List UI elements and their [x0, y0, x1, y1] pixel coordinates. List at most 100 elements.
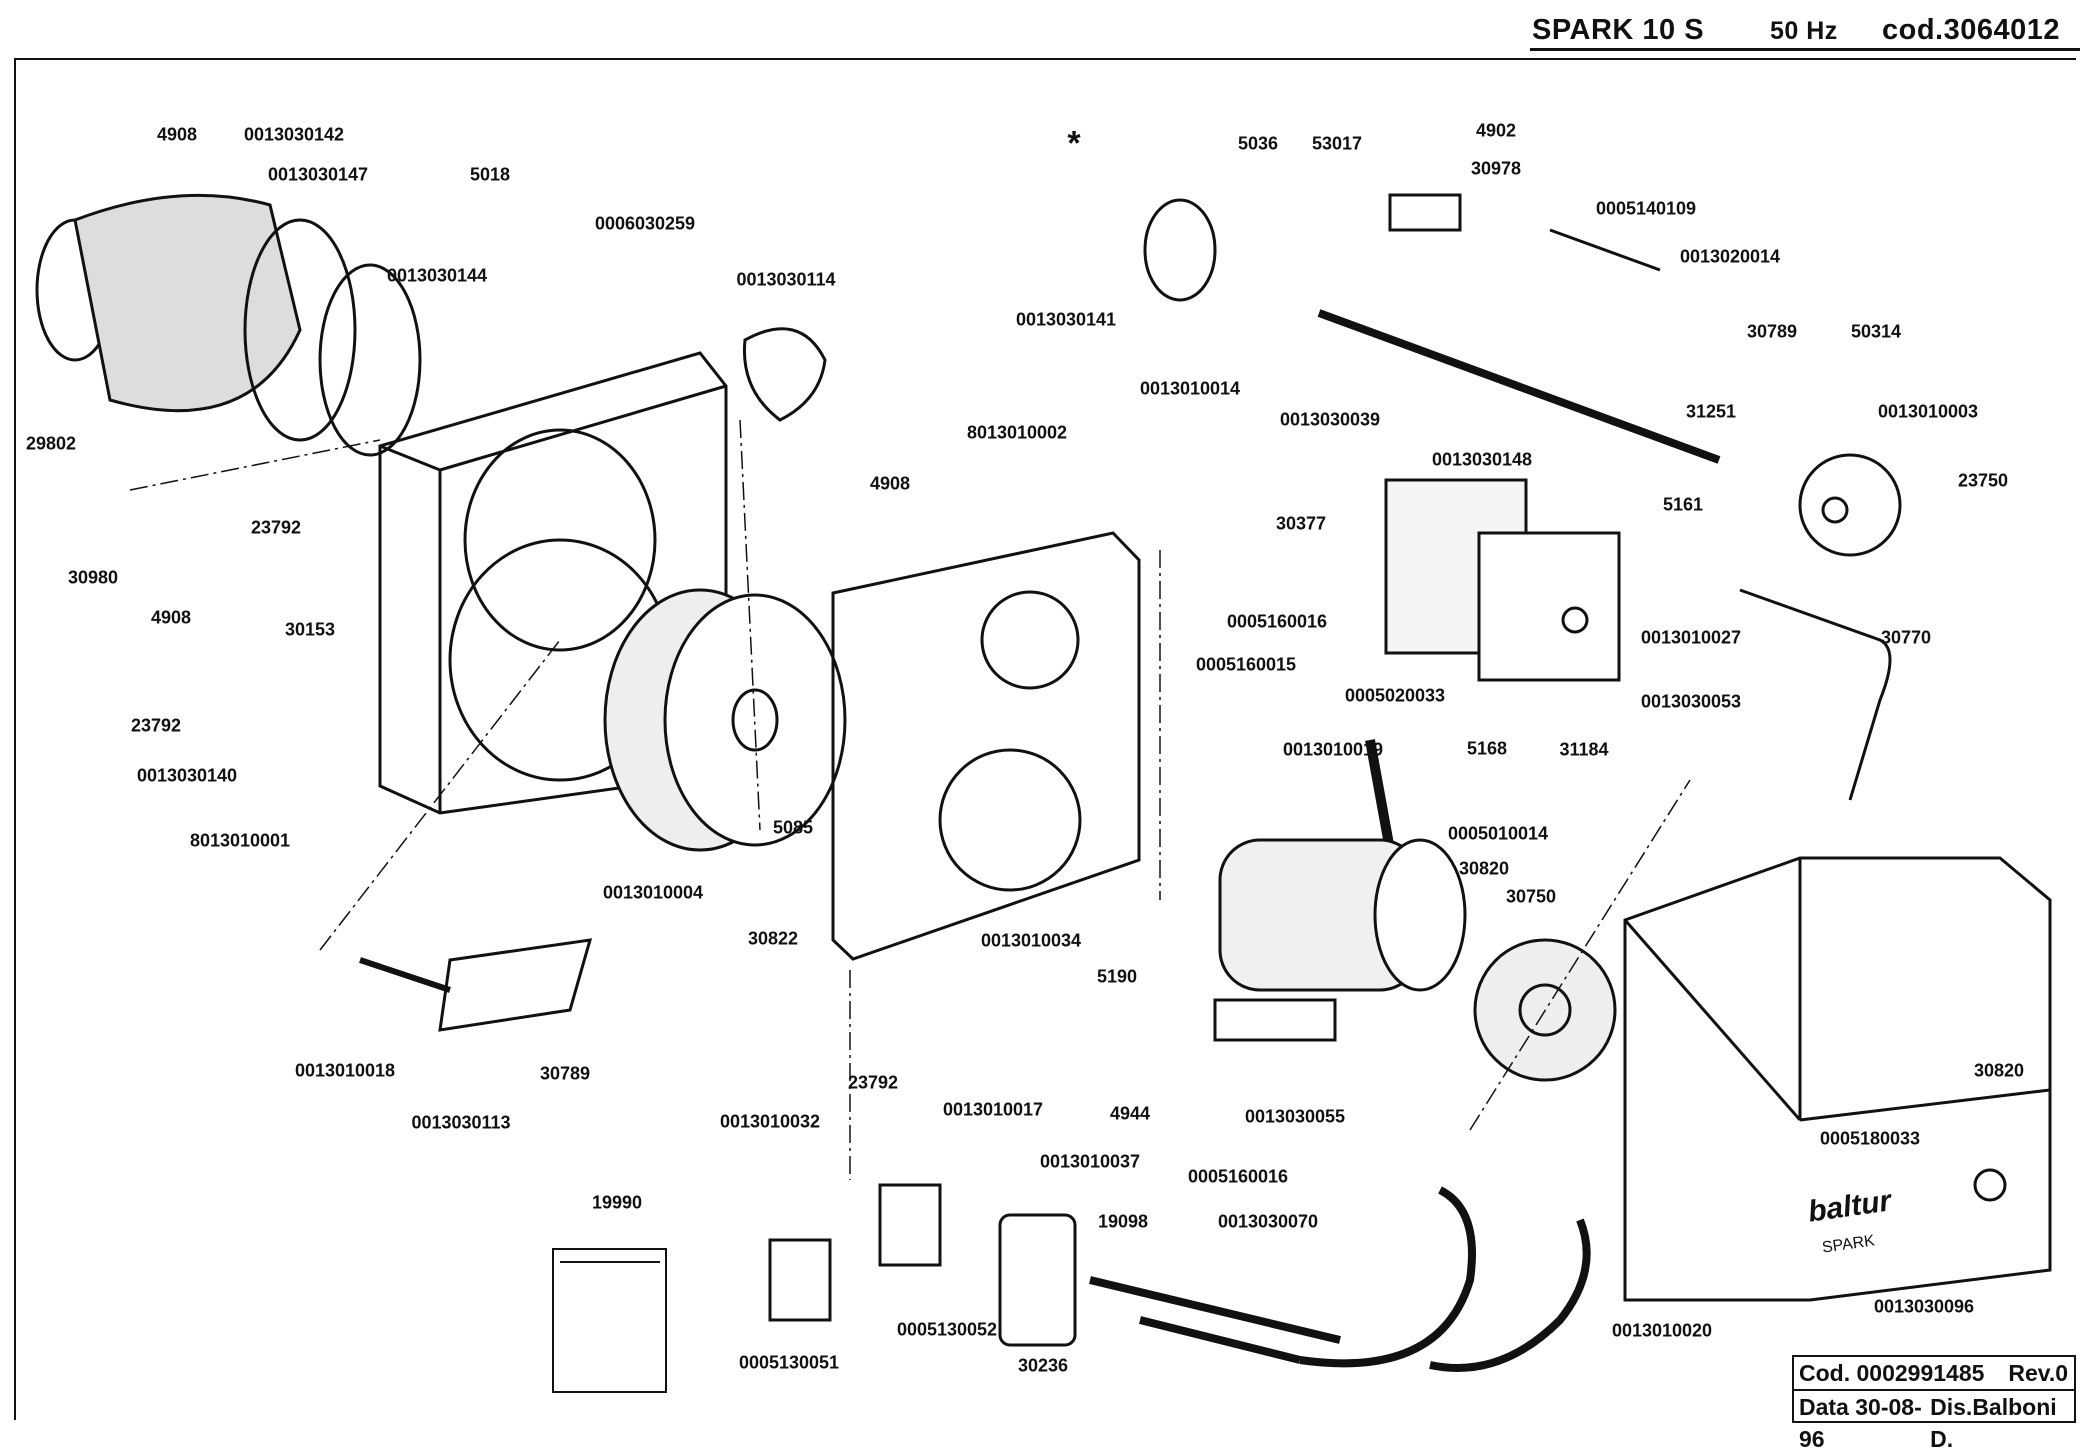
part-label: 30789: [539, 1063, 591, 1084]
part-label: 0013020014: [1679, 246, 1781, 267]
part-label: 0013010020: [1611, 1320, 1713, 1341]
part-label: 23750: [1957, 470, 2009, 491]
part-label: 0005020033: [1344, 685, 1446, 706]
part-label: 0005140109: [1595, 198, 1697, 219]
part-label: 0013010019: [1282, 739, 1384, 760]
part-label: 0013030141: [1015, 309, 1117, 330]
part-label: 5168: [1466, 738, 1508, 759]
part-label: 30236: [1017, 1355, 1069, 1376]
part-label: 53017: [1311, 133, 1363, 154]
drawn-by: Dis.Balboni D.: [1930, 1394, 2057, 1452]
part-label: 30978: [1470, 158, 1522, 179]
model-title: SPARK 10 S: [1532, 14, 1705, 46]
part-label: 0013030142: [243, 124, 345, 145]
part-label: 4908: [156, 124, 198, 145]
fan-wheel: [603, 588, 847, 852]
part-label: 0013030114: [736, 269, 836, 290]
part-label: 0005160016: [1226, 611, 1328, 632]
part-label: 23792: [250, 517, 302, 538]
part-label: 0013030148: [1431, 449, 1533, 470]
part-label: 0013030096: [1873, 1296, 1975, 1317]
part-label: 31184: [1559, 739, 1609, 760]
part-label: 0013010037: [1039, 1151, 1141, 1172]
part-label: 4944: [1109, 1103, 1151, 1124]
part-label: 30980: [67, 567, 119, 588]
part-label: 0013030070: [1217, 1211, 1319, 1232]
part-label: 50314: [1850, 321, 1902, 342]
air-damper: [742, 327, 827, 422]
part-label: 0013010004: [602, 882, 704, 903]
part-label: 29802: [25, 433, 77, 454]
part-label: 0005130052: [896, 1319, 998, 1340]
part-label: 0013010018: [294, 1060, 396, 1081]
part-label: 30377: [1275, 513, 1327, 534]
part-label: 5036: [1237, 133, 1279, 154]
mounting-plate: [831, 531, 1141, 961]
part-label: 30750: [1505, 886, 1557, 907]
part-label: 5018: [469, 164, 511, 185]
part-label: 0006030259: [594, 213, 696, 234]
part-label: 23792: [847, 1072, 899, 1093]
connectors: [768, 1183, 942, 1322]
part-label: 0005180033: [1819, 1128, 1921, 1149]
part-label: 30789: [1746, 321, 1798, 342]
oil-pipe: [1365, 588, 1892, 851]
part-label: 5161: [1662, 494, 1704, 515]
oil-filter: [998, 1213, 1077, 1347]
blast-tube-flange: [35, 193, 422, 457]
part-label: 30153: [284, 619, 336, 640]
drawing-date: Data 30-08-96: [1799, 1394, 1922, 1452]
part-label: 0013010032: [719, 1111, 821, 1132]
part-label: 30820: [1458, 858, 1510, 879]
part-label: 0005010014: [1447, 823, 1549, 844]
part-label: 0013030144: [386, 265, 488, 286]
header-underline: [1530, 48, 2080, 51]
part-label: 0013010017: [942, 1099, 1044, 1120]
asterisk-marker: *: [1067, 124, 1081, 163]
part-label: 30820: [1973, 1060, 2025, 1081]
part-label: 0013010014: [1139, 378, 1241, 399]
title-block-code-row: Cod. 0002991485 Rev.0: [1794, 1357, 2074, 1389]
rating-label: [552, 1248, 667, 1393]
part-label: 30822: [747, 928, 799, 949]
hinge-bracket: [359, 938, 593, 1032]
part-label: 0013010027: [1640, 627, 1742, 648]
part-label: 30770: [1880, 627, 1932, 648]
revision: Rev.0: [2008, 1360, 2068, 1386]
part-label: 0013010003: [1877, 401, 1979, 422]
part-label: 0013030140: [136, 765, 238, 786]
part-label: 0013030053: [1640, 691, 1742, 712]
part-label: 31251: [1685, 401, 1737, 422]
part-label: 8013010002: [966, 422, 1068, 443]
title-block: Cod. 0002991485 Rev.0 Data 30-08-96 Dis.…: [1792, 1355, 2076, 1452]
part-label: 5190: [1096, 966, 1138, 987]
part-label: 0013030147: [267, 164, 369, 185]
motor: [1213, 838, 1467, 1042]
leader-lines: [129, 419, 1691, 1180]
part-label: 4902: [1475, 120, 1517, 141]
part-label: 0005160016: [1187, 1166, 1289, 1187]
burner-cover: [1623, 856, 2052, 1302]
part-label: 19098: [1097, 1211, 1149, 1232]
frequency: 50 Hz: [1770, 17, 1838, 45]
drawing-number: Cod. 0002991485: [1799, 1360, 1985, 1386]
title-block-date-row: Data 30-08-96 Dis.Balboni D.: [1794, 1389, 2074, 1452]
part-label: 19990: [591, 1192, 643, 1213]
part-label: 5085: [772, 817, 814, 838]
flexible-hoses: [1089, 1186, 1591, 1372]
drawing-code: cod.3064012: [1882, 14, 2061, 46]
part-label: 0005130051: [738, 1352, 840, 1373]
electrode-assembly: [1143, 193, 1721, 464]
control-box: [1384, 478, 1621, 682]
part-label: 0005160015: [1195, 654, 1297, 675]
part-label: 8013010001: [189, 830, 291, 851]
part-label: 0013030113: [411, 1112, 511, 1133]
part-label: 0013010034: [980, 930, 1082, 951]
part-label: 23792: [130, 715, 182, 736]
part-label: 0013030039: [1279, 409, 1381, 430]
part-label: 4908: [869, 473, 911, 494]
drawing-border: [14, 58, 2076, 1420]
part-label: 0013030055: [1244, 1106, 1346, 1127]
part-label: 4908: [150, 607, 192, 628]
